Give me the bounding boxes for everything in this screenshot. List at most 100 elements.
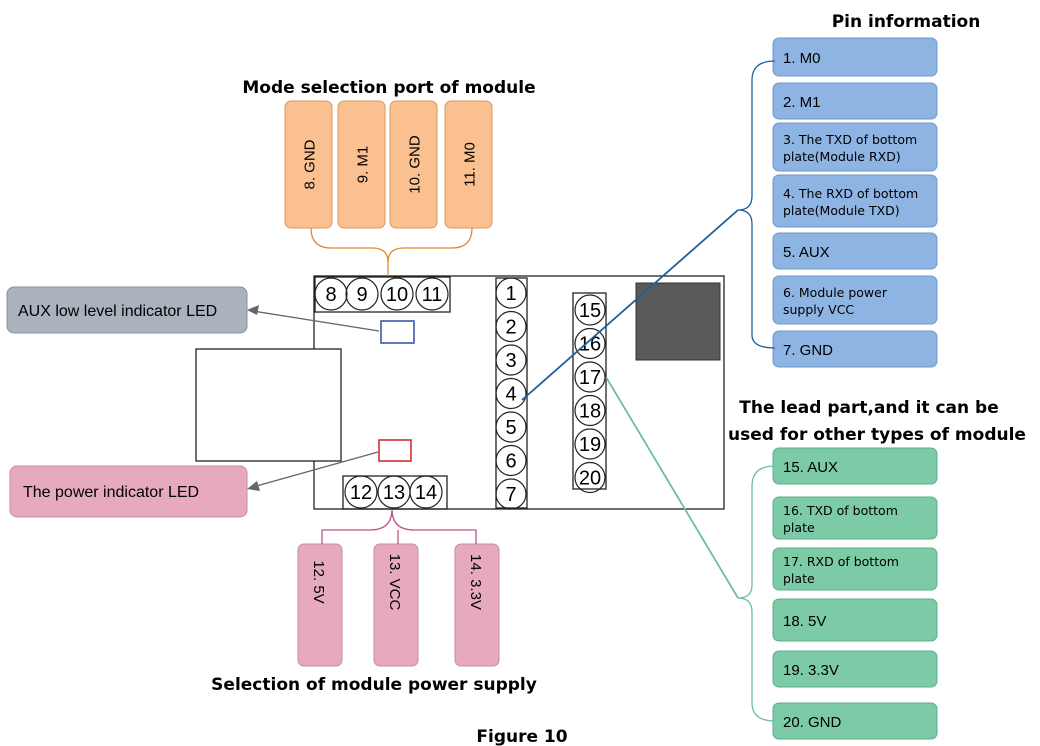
pin-17-ring <box>574 361 606 393</box>
chip <box>635 282 721 361</box>
pin-info-label-7: 7. GND <box>783 342 833 359</box>
pin-6-ring <box>495 444 527 477</box>
pin-8-ring <box>314 277 348 311</box>
pin-1-ring <box>495 277 527 309</box>
pin-info-brace <box>737 60 776 349</box>
power-bracket-center-right <box>391 508 477 544</box>
pin-11-ring <box>415 277 449 311</box>
pin-info-label-1: 1. M0 <box>783 50 821 67</box>
power-led-arrowhead <box>247 481 260 491</box>
mode-box-2 <box>337 100 386 229</box>
lead-label-6: 20. GND <box>783 714 842 731</box>
power-box-2 <box>373 543 419 667</box>
lead-box-5 <box>772 650 938 688</box>
lead-label-4: 18. 5V <box>783 613 826 630</box>
pin-15-ring <box>574 294 606 326</box>
mode-label-3: 10. GND <box>407 135 424 194</box>
pin-10: 10 <box>386 284 408 306</box>
pin-4: 4 <box>505 384 516 406</box>
lead-link <box>605 376 739 599</box>
mode-box-4 <box>444 100 493 229</box>
pin-20: 20 <box>579 468 601 490</box>
pin-info-box-2 <box>772 82 938 120</box>
lead-label-2-cont: plate <box>783 520 815 535</box>
pin-16: 16 <box>579 334 601 356</box>
power-heading: Selection of module power supply <box>211 675 537 695</box>
pin-6: 6 <box>505 451 516 473</box>
pin-7: 7 <box>505 484 516 506</box>
lead-label-1: 15. AUX <box>783 459 838 476</box>
pin-info-box-3 <box>772 122 938 172</box>
pin-info-label-3: 3. The TXD of bottom <box>783 132 917 147</box>
power-bracket-left <box>321 508 393 544</box>
pin-9-ring <box>345 277 379 311</box>
lead-label-3-cont: plate <box>783 571 815 586</box>
mode-label-1: 8. GND <box>302 139 319 189</box>
pin-19-ring <box>574 428 606 460</box>
pin-18: 18 <box>579 401 601 423</box>
pin-14-ring <box>409 475 443 509</box>
pin-info-label-2: 2. M1 <box>783 94 821 111</box>
pin-info-label-3-cont: plate(Module RXD) <box>783 149 901 164</box>
power-label-3: 14. 3.3V <box>467 554 484 610</box>
right-header <box>572 292 607 490</box>
aux-led-label-box <box>6 286 248 334</box>
pin-19: 19 <box>579 434 601 456</box>
power-label-1: 12. 5V <box>310 560 327 603</box>
pin-info-link <box>521 209 739 401</box>
power-box-1 <box>297 543 343 667</box>
mode-box-1 <box>284 100 333 229</box>
power-led-label-box <box>9 465 248 518</box>
figure-caption: Figure 10 <box>476 727 567 746</box>
mode-label-4: 11. M0 <box>462 142 479 187</box>
pin-14: 14 <box>415 482 437 504</box>
pin-info-box-6 <box>772 275 938 325</box>
power-led <box>378 439 412 462</box>
lead-heading-line1: The lead part,and it can be <box>739 398 998 418</box>
antenna-block <box>195 348 342 462</box>
pin-8: 8 <box>325 284 336 306</box>
pin-15: 15 <box>579 300 601 322</box>
pin-13: 13 <box>383 482 405 504</box>
pin-1: 1 <box>505 283 516 305</box>
aux-led-arrow <box>252 310 380 332</box>
pin-7-ring <box>495 478 527 510</box>
pin-4-ring <box>495 377 527 410</box>
pin-info-label-4: 4. The RXD of bottom <box>783 186 918 201</box>
pin-18-ring <box>574 394 606 427</box>
lead-box-3 <box>772 547 938 591</box>
pin-9: 9 <box>356 284 367 306</box>
lead-box-4 <box>772 598 938 642</box>
pin-info-list: 1. M0 2. M1 3. The TXD of bottom plate(Modu… <box>772 37 938 368</box>
pin-16-ring <box>574 327 606 360</box>
lead-heading-line2: used for other types of module <box>728 425 1026 445</box>
lead-label-3: 17. RXD of bottom <box>783 554 899 569</box>
power-led-label: The power indicator LED <box>23 484 199 501</box>
pin-info-box-5 <box>772 232 938 270</box>
lead-brace <box>737 465 776 722</box>
pin-11: 11 <box>422 284 443 306</box>
power-box-3 <box>454 543 500 667</box>
pin-info-label-5: 5. AUX <box>783 244 830 261</box>
pin-2-ring <box>495 310 527 343</box>
mode-bracket-right <box>387 227 473 263</box>
pin-20-ring <box>574 461 606 494</box>
lead-box-2 <box>772 496 938 540</box>
aux-led-arrowhead <box>247 305 259 315</box>
pin-5-ring <box>495 411 527 443</box>
pin-12-ring <box>344 475 378 509</box>
pin-info-label-4-cont: plate(Module TXD) <box>783 203 900 218</box>
pin-3-ring <box>495 344 527 376</box>
pin-10-ring <box>380 277 414 311</box>
connectors <box>247 60 776 722</box>
pin-2: 2 <box>505 317 516 339</box>
power-led-arrow <box>252 451 379 488</box>
pin-12: 12 <box>350 482 372 504</box>
mode-box-3 <box>389 100 438 229</box>
pin-3: 3 <box>505 350 516 372</box>
